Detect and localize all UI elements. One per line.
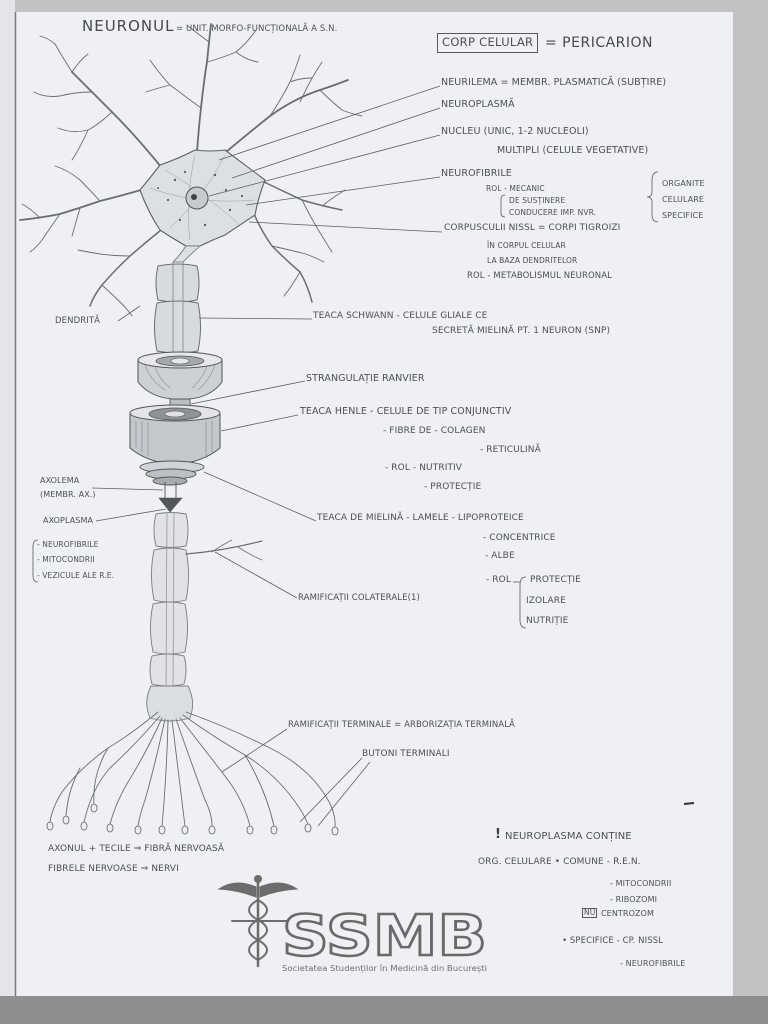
- label-neurofibrile: NEUROFIBRILE: [441, 169, 512, 179]
- nissl-note: ÎN CORPUL CELULAR: [487, 242, 566, 250]
- neurofibrile-rol: ROL - MECANIC: [486, 185, 545, 193]
- myelin-segment: [154, 513, 188, 548]
- note-fibra: AXONUL + TECILE ⇒ FIBRĂ NERVOASĂ: [48, 845, 224, 854]
- myelin-segment: [152, 548, 189, 602]
- boxed-term: CORP CELULAR: [437, 33, 538, 53]
- henle-note: - RETICULINĂ: [480, 446, 541, 455]
- label-axolema: AXOLEMA: [40, 477, 79, 485]
- label-ranvier: STRANGULAȚIE RANVIER: [306, 374, 425, 384]
- organite-group-label: CELULARE: [662, 196, 704, 204]
- label-nucleu-note: MULTIPLI (CELULE VEGETATIVE): [497, 146, 648, 156]
- neuroplasma-specifice: • SPECIFICE - CP. NISSL: [562, 937, 663, 946]
- mielina-note: - ALBE: [485, 552, 515, 561]
- mielina-rol-item: PROTECȚIE: [530, 576, 581, 585]
- neuroplasma-item: - RIBOZOMI: [610, 896, 657, 904]
- neuroplasma-heading: NEUROPLASMA CONȚINE: [505, 832, 632, 842]
- negation-badge: NU: [582, 908, 597, 918]
- label-mielina: TEACA DE MIELINĂ - LAMELE - LIPOPROTEICE: [317, 514, 524, 523]
- henle-note: - ROL - NUTRITIV: [385, 464, 462, 473]
- organite-group-label: ORGANITE: [662, 180, 705, 188]
- henle-note: - PROTECȚIE: [424, 483, 481, 492]
- mielina-rol-item: NUTRIȚIE: [526, 617, 568, 626]
- myelin-segment: [151, 602, 188, 654]
- label-colaterale: RAMIFICAȚII COLATERALE(1): [298, 594, 420, 603]
- logo-acronym: SSMB: [282, 904, 487, 969]
- mielina-note: - CONCENTRICE: [483, 534, 556, 543]
- neuroplasma-centrozom: CENTROZOM: [601, 910, 654, 918]
- label-terminale: RAMIFICAȚII TERMINALE = ARBORIZAȚIA TERM…: [288, 721, 515, 730]
- neuroplasma-item: - MITOCONDRII: [610, 880, 671, 888]
- label-schwann: TEACA SCHWANN - CELULE GLIALE CE: [313, 312, 487, 321]
- schwann-segment: [155, 301, 201, 353]
- neuroplasma-specifice-item: - NEUROFIBRILE: [620, 960, 685, 968]
- pencil-mark: [684, 803, 694, 804]
- label-neuroplasma: NEUROPLASMĂ: [441, 100, 515, 110]
- henle-note: - FIBRE DE - COLAGEN: [383, 427, 485, 436]
- nissl-note: LA BAZA DENDRITELOR: [487, 257, 577, 265]
- organite-group-label: SPECIFICE: [662, 212, 703, 220]
- neurofibrile-rol: CONDUCERE IMP. NVR.: [509, 209, 596, 217]
- label-henle: TEACA HENLE - CELULE DE TIP CONJUNCTIV: [300, 407, 511, 417]
- neurofibrile-rol: DE SUSȚINERE: [509, 197, 565, 205]
- label-neurilema: NEURILEMA = MEMBR. PLASMATICĂ (SUBȚIRE): [441, 78, 666, 88]
- exclamation-icon: !: [495, 828, 501, 841]
- label-nissl: CORPUSCULII NISSL = CORPI TIGROIZI: [444, 224, 620, 233]
- axoplasma-item: - NEUROFIBRILE: [37, 541, 98, 549]
- neuroplasma-line: ORG. CELULARE • COMUNE - R.E.N.: [478, 858, 641, 867]
- nucleus: [186, 187, 208, 209]
- note-nervi: FIBRELE NERVOASE ⇒ NERVI: [48, 865, 179, 874]
- nucleolus: [191, 194, 197, 200]
- myelin-segment: [150, 654, 186, 686]
- logo-name: Societatea Studenților în Medicină din B…: [282, 964, 487, 974]
- axoplasma-item: - MITOCONDRII: [37, 556, 95, 564]
- label-axolema: (MEMBR. AX.): [40, 491, 96, 499]
- boxed-term-definition: = PERICARION: [545, 36, 653, 50]
- page-title: NEURONUL: [82, 19, 174, 34]
- title-definition: = UNIT. MORFO-FUNCȚIONALĂ A S.N.: [176, 25, 337, 34]
- label-butoni: BUTONI TERMINALI: [362, 750, 450, 759]
- label-axoplasma: AXOPLASMA: [43, 517, 93, 525]
- mielina-rol: - ROL: [486, 576, 511, 585]
- label-dendrita: DENDRITĂ: [55, 317, 100, 326]
- schwann-segment: [156, 264, 199, 302]
- label-nucleu: NUCLEU (UNIC, 1-2 NUCLEOLI): [441, 127, 589, 137]
- label-schwann: SECRETĂ MIELINĂ PT. 1 NEURON (SNP): [432, 327, 610, 336]
- nissl-note: ROL - METABOLISMUL NEURONAL: [467, 272, 612, 281]
- axoplasma-item: - VEZICULE ALE R.E.: [37, 572, 114, 580]
- mielina-rol-item: IZOLARE: [526, 597, 566, 606]
